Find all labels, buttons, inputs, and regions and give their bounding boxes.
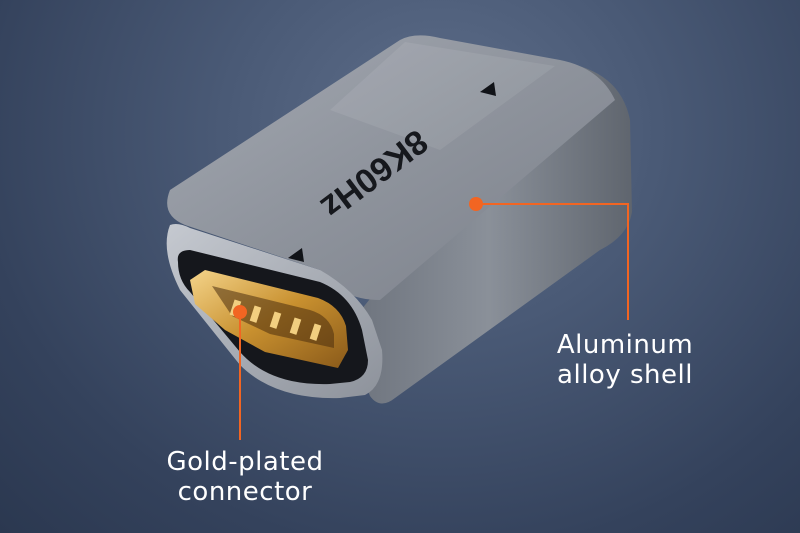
shell-callout-dot	[469, 197, 483, 211]
connector-callout-line1: Gold-plated	[166, 447, 324, 477]
adapter-top-face	[167, 35, 615, 301]
arrow-down-icon	[288, 248, 304, 262]
connector-callout-label: Gold-plated connector	[145, 447, 345, 507]
shell-callout-line1: Aluminum	[556, 330, 694, 360]
shell-callout-line2: alloy shell	[557, 360, 693, 390]
connector-callout-dot	[233, 305, 247, 319]
shell-callout-label: Aluminum alloy shell	[540, 330, 710, 390]
adapter-side-face	[345, 62, 632, 404]
arrow-up-icon	[480, 82, 496, 96]
connector-callout-line2: connector	[177, 477, 313, 507]
shell-callout-line	[476, 203, 629, 320]
